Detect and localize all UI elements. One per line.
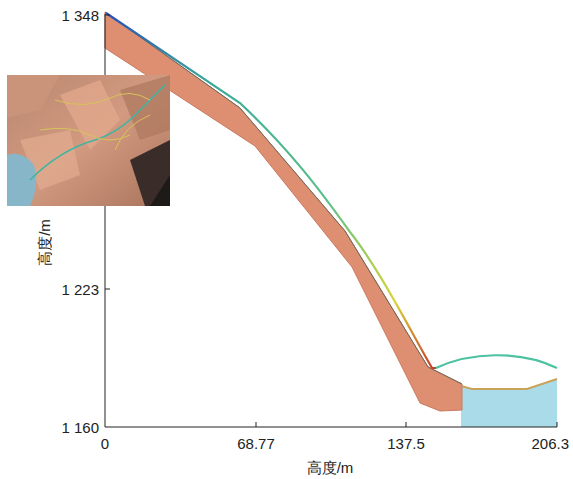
x-tick-label: 0 — [101, 436, 109, 451]
terrain-inset — [7, 75, 170, 206]
y-tick-label: 1 348 — [61, 8, 99, 23]
slip-surface — [106, 13, 432, 368]
x-tick-label: 137.5 — [387, 436, 425, 451]
y-tick-label: 1 160 — [61, 420, 99, 435]
water-body — [461, 379, 557, 427]
x-axis-title: 高度/m — [307, 460, 354, 475]
x-axis — [105, 427, 557, 428]
slide-body — [105, 12, 462, 411]
axis-ticks — [105, 15, 557, 427]
x-tick-label: 206.3 — [531, 436, 569, 451]
water-surface — [461, 379, 557, 389]
x-tick-label: 68.77 — [237, 436, 275, 451]
y-axis-title: 高度/m — [36, 219, 51, 266]
surge-wave — [436, 355, 557, 368]
ground-surface — [105, 12, 462, 384]
y-tick-label: 1 223 — [61, 282, 99, 297]
